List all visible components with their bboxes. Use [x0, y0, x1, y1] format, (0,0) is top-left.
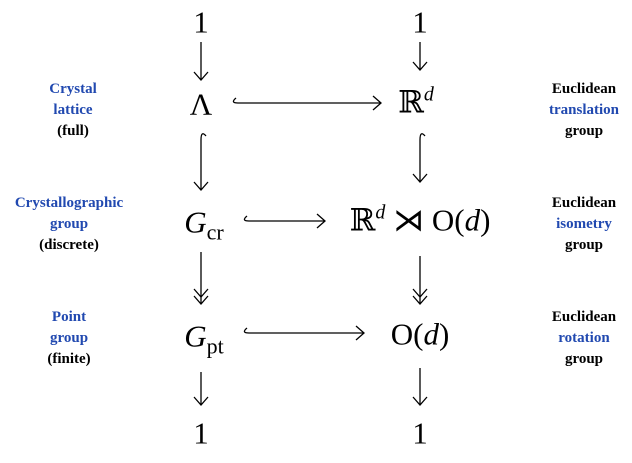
- label-line: group: [564, 123, 604, 139]
- semidirect-op: ⋊: [393, 202, 425, 238]
- label-line: isometry: [556, 216, 612, 232]
- label-line: lattice: [53, 102, 93, 118]
- node-isometry: ℝd ⋊ O(d): [349, 201, 491, 238]
- label-line: group: [49, 330, 89, 346]
- hook-arrow-lattice-to-translation: [232, 95, 382, 111]
- label-line: (finite): [47, 351, 91, 367]
- label-line: Point: [51, 309, 87, 325]
- isometry-d: d: [464, 202, 481, 238]
- label-line: group: [564, 351, 604, 367]
- arrow-1-to-translation: [412, 42, 428, 71]
- label-rotation-group: Euclidean rotation group: [552, 307, 616, 370]
- hook-arrow-translation-to-isometry: [412, 133, 428, 183]
- label-crystallographic-group: Crystallographic group (discrete): [15, 193, 123, 256]
- translation-R: ℝ: [398, 84, 424, 120]
- node-trivial-bottom-right: 1: [412, 415, 428, 451]
- surj-arrow-isometry-to-rotation: [412, 256, 428, 305]
- surj-arrow-cryst-to-point: [193, 252, 209, 305]
- node-crystallographic: Gcr: [184, 204, 223, 244]
- label-line: Euclidean: [551, 81, 617, 97]
- node-point: Gpt: [184, 318, 224, 358]
- translation-sup: d: [423, 83, 434, 106]
- label-line: Euclidean: [551, 195, 617, 211]
- label-line: rotation: [558, 330, 610, 346]
- node-trivial-top-right: 1: [412, 4, 428, 40]
- hook-arrow-point-to-rotation: [243, 325, 365, 341]
- label-line: Crystal: [49, 81, 97, 97]
- node-trivial-top-left: 1: [193, 4, 209, 40]
- label-line: (discrete): [39, 237, 99, 253]
- label-line: (full): [57, 123, 89, 139]
- arrow-point-to-1: [193, 372, 209, 406]
- rotation-d: d: [423, 316, 439, 352]
- label-translation-group: Euclidean translation group: [549, 79, 619, 142]
- rotation-O: O(: [390, 316, 424, 352]
- label-line: translation: [548, 102, 620, 118]
- node-lattice: Λ: [189, 86, 213, 122]
- label-isometry-group: Euclidean isometry group: [552, 193, 616, 256]
- cryst-sub: cr: [206, 219, 224, 245]
- isometry-R: ℝ: [349, 202, 376, 238]
- hook-arrow-lattice-to-cryst: [193, 133, 209, 191]
- node-trivial-bottom-left: 1: [193, 415, 209, 451]
- node-translation: ℝd: [398, 83, 434, 120]
- isometry-sup: d: [375, 201, 386, 224]
- node-rotation: O(d): [391, 319, 450, 350]
- label-line: Crystallographic: [14, 195, 124, 211]
- point-sub: pt: [206, 333, 224, 359]
- label-line: group: [49, 216, 89, 232]
- point-G: G: [184, 318, 207, 354]
- isometry-O: O(: [431, 202, 465, 238]
- arrow-1-to-lattice: [193, 42, 209, 81]
- label-line: Euclidean: [551, 309, 617, 325]
- label-crystal-lattice: Crystal lattice (full): [49, 79, 97, 142]
- hook-arrow-cryst-to-isometry: [243, 213, 326, 229]
- label-line: group: [564, 237, 604, 253]
- label-point-group: Point group (finite): [47, 307, 90, 370]
- arrow-rotation-to-1: [412, 368, 428, 406]
- cryst-G: G: [184, 204, 207, 240]
- rotation-close: ): [438, 316, 450, 352]
- isometry-close: ): [480, 202, 491, 238]
